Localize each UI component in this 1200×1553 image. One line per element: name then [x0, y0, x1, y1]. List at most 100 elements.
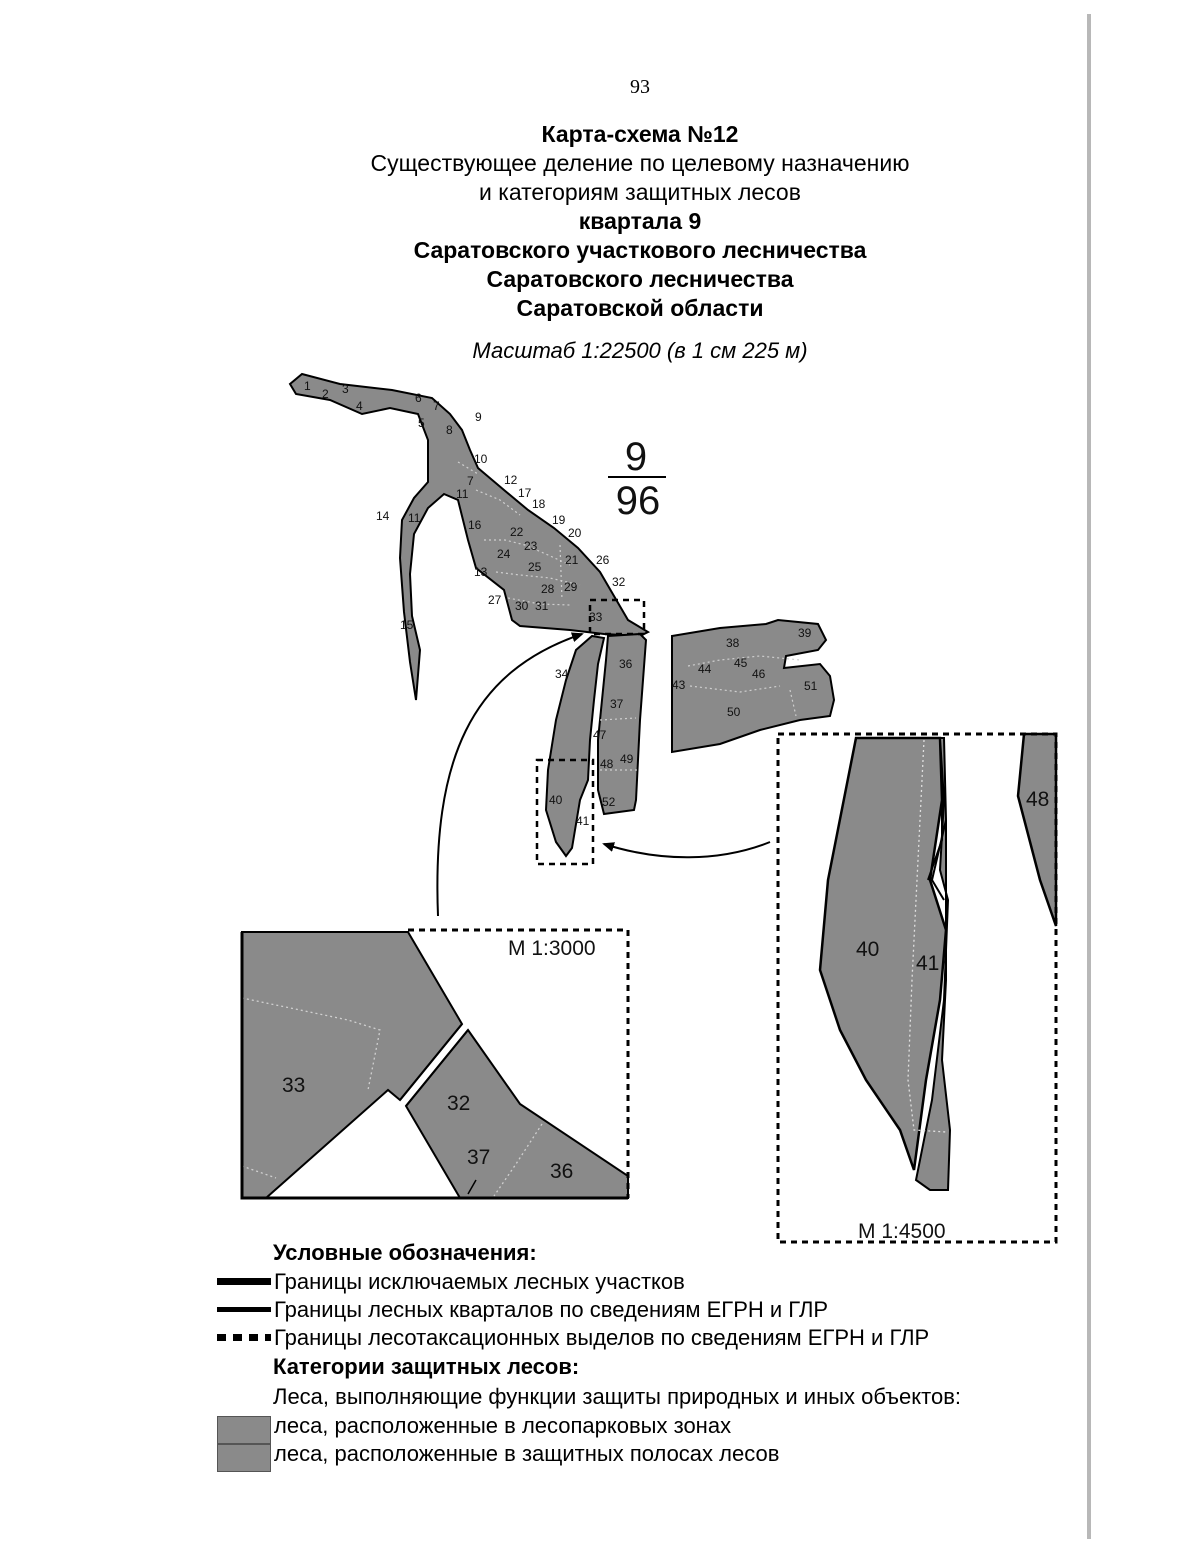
inset-a-label: 36: [550, 1160, 573, 1183]
parcel-label: 5: [418, 416, 425, 430]
parcel-label: 1: [304, 379, 311, 393]
parcel-labels: 1 2 3 4 5 6 7 8 9 10 7 11 12 17 18 14 11…: [304, 379, 818, 828]
inset-b-arrow: [602, 841, 771, 859]
title-line-1: Карта-схема №12: [541, 121, 739, 147]
parcel-label: 11: [456, 487, 469, 501]
parcel-strip-34-47: [544, 634, 606, 858]
legend-item-label: Границы лесотаксационных выделов по свед…: [274, 1325, 930, 1350]
inset-b-parcel-48: [1016, 732, 1058, 927]
inset-a-label: 33: [282, 1074, 305, 1097]
parcel-label: 8: [446, 423, 453, 437]
parcel-label: 31: [535, 599, 549, 613]
title-line-3: и категориям защитных лесов: [479, 179, 801, 205]
parcel-label: 49: [620, 752, 634, 766]
compartment-line: [457, 461, 479, 475]
inset-b-label: 40: [856, 938, 879, 961]
inset-b-label: 48: [1026, 788, 1049, 811]
parcel-label: 16: [468, 518, 482, 532]
parcel-label: 30: [515, 599, 529, 613]
legend-category-label: леса, расположенные в защитных полосах л…: [274, 1441, 780, 1466]
compartment-line: [559, 544, 563, 601]
inset-b-compartment-line: [907, 739, 947, 1133]
parcel-strip-36-52: [597, 632, 648, 816]
inset-a-label: 37: [467, 1146, 490, 1169]
parcel-label: 20: [568, 526, 582, 540]
inset-a-compartment-line: [241, 1165, 277, 1179]
parcel-label: 34: [555, 667, 569, 681]
compartment-boundaries: [457, 461, 801, 771]
legend-item: Границы исключаемых лесных участков: [215, 1268, 1085, 1296]
parcel-label: 43: [672, 678, 686, 692]
parcel-label: 22: [510, 525, 524, 539]
main-parcel-north: [288, 372, 651, 701]
page-number: 93: [630, 76, 650, 98]
title-line-4: квартала 9: [578, 208, 702, 234]
legend-item: Границы лесных кварталов по сведениям ЕГ…: [215, 1296, 1085, 1324]
compartment-line: [687, 655, 801, 667]
parcel-label: 46: [752, 667, 766, 681]
parcel-label: 28: [541, 582, 555, 596]
inset-b-parcel-41: [914, 737, 952, 1191]
parcel-label: 36: [619, 657, 633, 671]
title-line-6: Саратовского лесничества: [486, 266, 794, 292]
legend-item-label: Границы лесных кварталов по сведениям ЕГ…: [274, 1297, 829, 1322]
forest-district-number: 96: [616, 479, 661, 523]
parcel-label: 4: [356, 399, 363, 413]
inset-a-compartment-line: [493, 1123, 543, 1197]
parcel-label: 23: [524, 539, 538, 553]
inset-b-label: 41: [916, 952, 939, 975]
parcel-label: 10: [474, 452, 488, 466]
parcel-label: 18: [532, 497, 546, 511]
inset-a-dashed-frame: [408, 928, 630, 1198]
parcel-label: 13: [474, 565, 488, 579]
parcel-label: 33: [589, 610, 603, 624]
legend-category: леса, расположенные в лесопарковых зонах: [215, 1412, 1085, 1444]
parcel-label: 38: [726, 636, 740, 650]
legend-heading: Условные обозначения:: [273, 1240, 537, 1265]
dashed-line-symbol: [215, 1328, 271, 1348]
categories-subheading: Леса, выполняющие функции защиты природн…: [273, 1384, 961, 1409]
inset-b-scale: М 1:4500: [858, 1220, 946, 1243]
inset-a-scale: М 1:3000: [508, 937, 596, 960]
inset-a-tick: [467, 1179, 477, 1195]
parcel-label: 6: [415, 391, 422, 405]
parcel-label: 48: [600, 757, 614, 771]
compartment-line: [507, 597, 571, 606]
inset-a-parcel-32-36: [404, 1028, 629, 1199]
parcel-label: 19: [552, 513, 566, 527]
parcel-label: 2: [322, 387, 329, 401]
inset-a: М 1:3000 33 32 37 36: [240, 928, 630, 1200]
parcel-label: 32: [612, 575, 626, 589]
parcel-label: 14: [376, 509, 390, 523]
compartment-line: [475, 489, 521, 516]
inset-a-label: 32: [447, 1092, 470, 1115]
fill-swatch: [215, 1444, 271, 1472]
parcel-label: 27: [488, 593, 502, 607]
parcel-label: 26: [596, 553, 610, 567]
categories-heading: Категории защитных лесов:: [273, 1354, 580, 1379]
parcel-label: 15: [400, 618, 414, 632]
parcel-label: 50: [727, 705, 741, 719]
parcel-label: 51: [804, 679, 818, 693]
legend-item-label: Границы исключаемых лесных участков: [274, 1269, 685, 1294]
parcel-label: 24: [497, 547, 511, 561]
parcel-label: 39: [798, 626, 812, 640]
parcel-label: 44: [698, 662, 712, 676]
title-line-7: Саратовской области: [516, 295, 764, 321]
parcel-label: 11: [408, 511, 421, 525]
quarter-fraction: 9 96: [608, 435, 666, 523]
title-line-5: Саратовского участкового лесничества: [413, 237, 867, 263]
parcel-east-block: [671, 618, 836, 754]
legend-item: Границы лесотаксационных выделов по свед…: [215, 1324, 1085, 1352]
legend-category: леса, расположенные в защитных полосах л…: [215, 1440, 1085, 1472]
legend-category-label: леса, расположенные в лесопарковых зонах: [274, 1413, 732, 1438]
parcel-label: 45: [734, 656, 748, 670]
parcel-label: 21: [565, 553, 579, 567]
parcel-label: 9: [475, 410, 482, 424]
inset-b: М 1:4500 40 41 48: [776, 732, 1058, 1244]
inset-b-dashed-frame: [776, 732, 1058, 1244]
quarter-number: 9: [625, 435, 647, 479]
compartment-line: [599, 717, 637, 721]
page-edge: [1087, 14, 1091, 1539]
